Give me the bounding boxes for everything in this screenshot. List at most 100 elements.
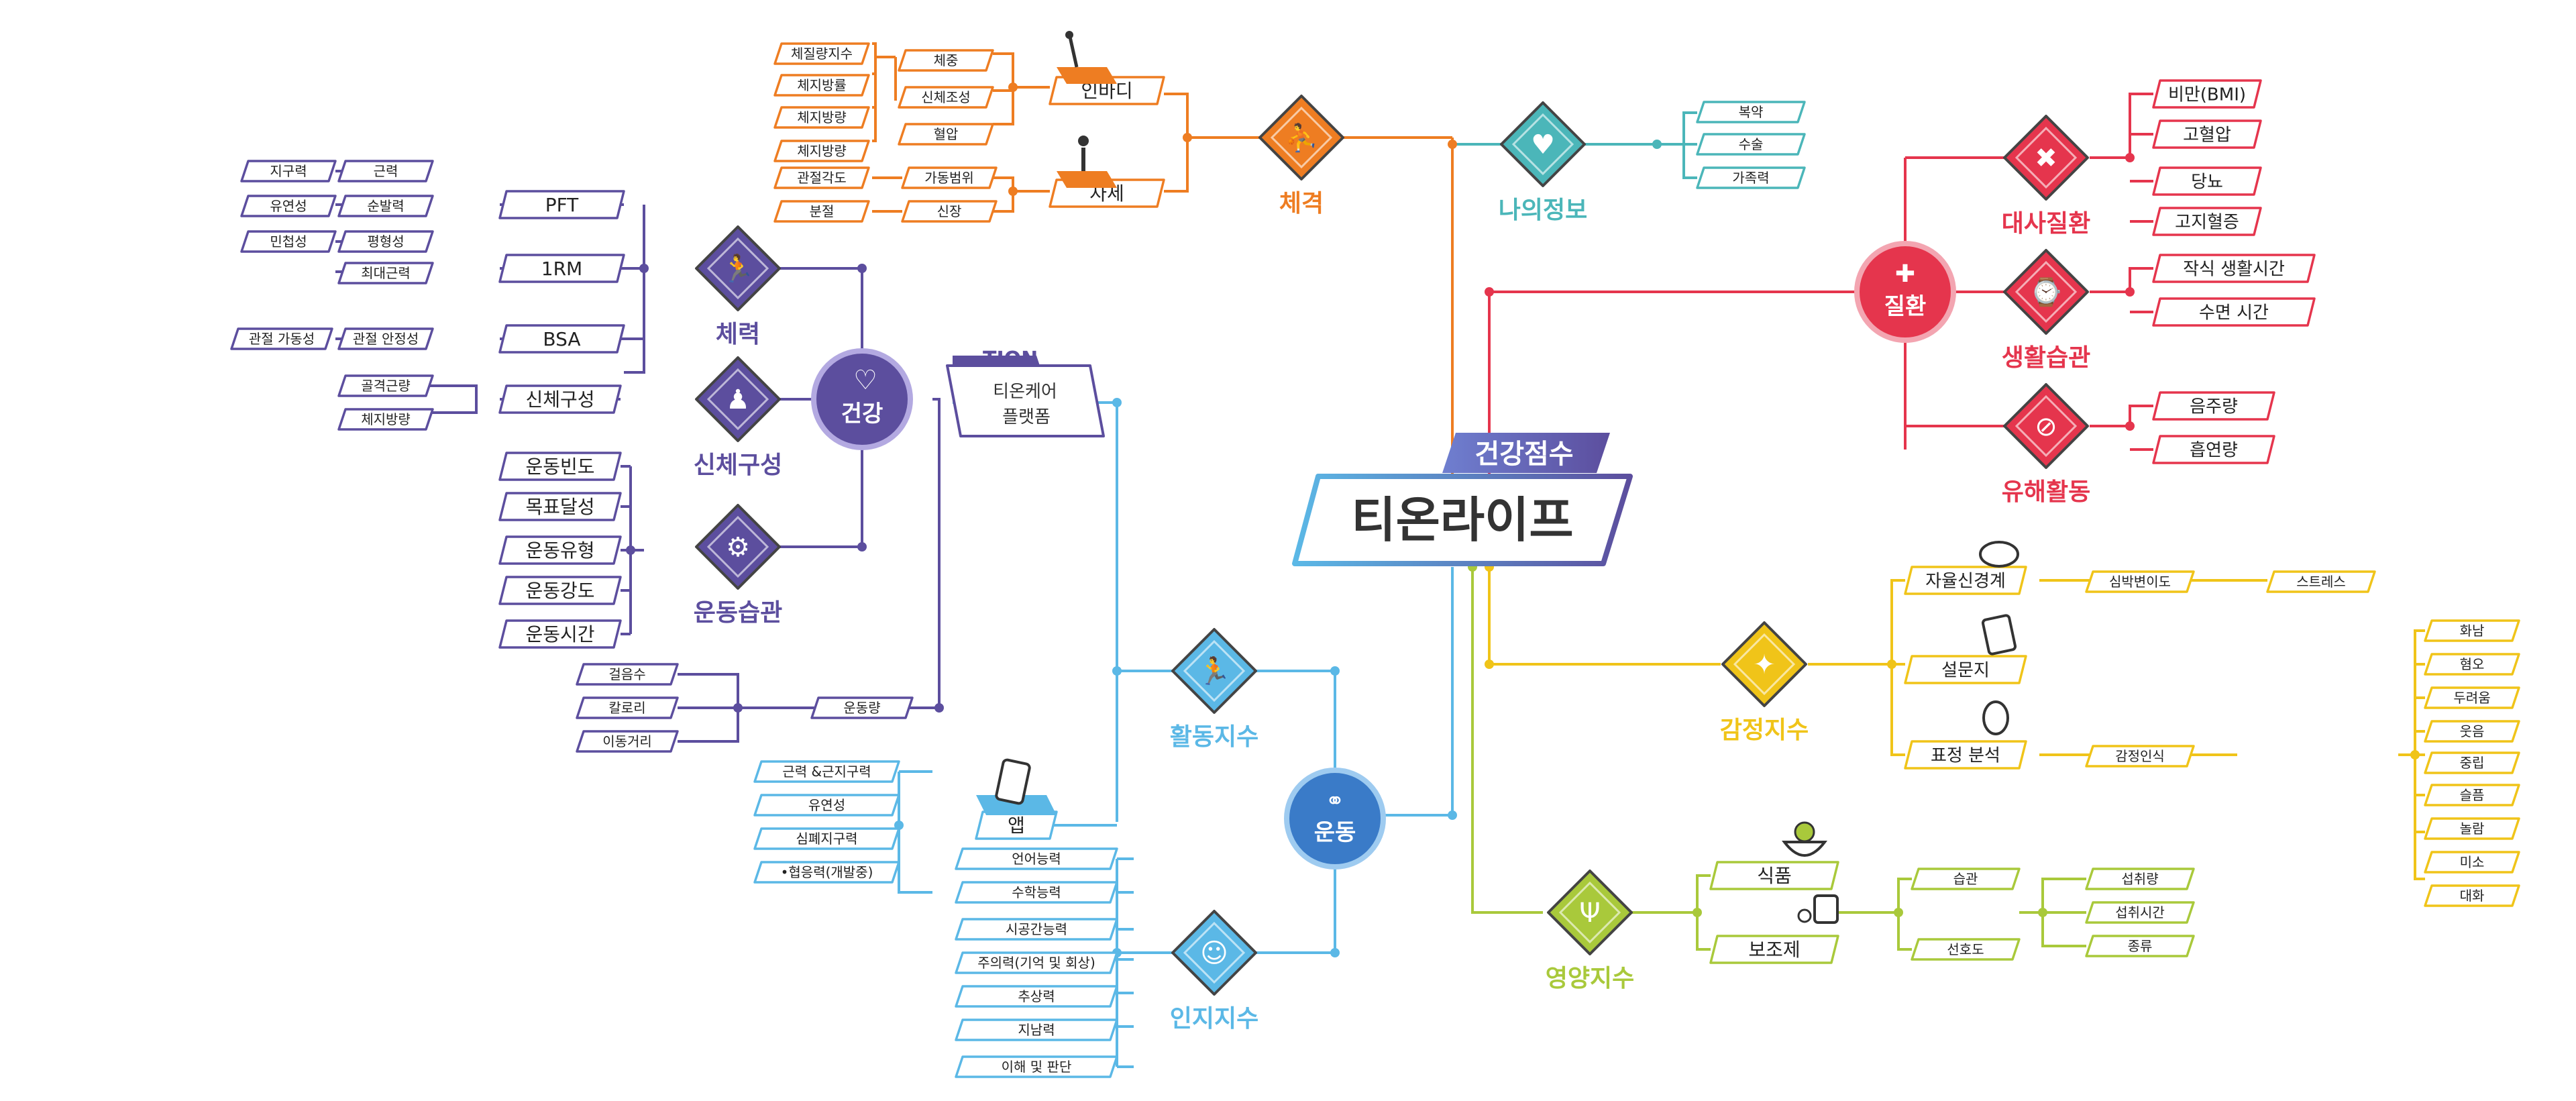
node-distance[interactable]: 이동거리 — [576, 730, 679, 753]
node-emotion-recog[interactable]: 감정인식 — [2085, 745, 2195, 768]
node-intake-time[interactable]: 섭취시간 — [2085, 901, 2195, 924]
node-language[interactable]: 언어능력 — [955, 847, 1118, 870]
platform-card[interactable]: TION 티온케어 플랫폼 — [946, 348, 1105, 437]
category-body[interactable]: ⛹체격 — [1258, 95, 1344, 217]
node-endurance[interactable]: 지구력 — [240, 160, 337, 182]
node-supplement[interactable]: 보조제 — [1709, 935, 1839, 964]
node-sleep-time[interactable]: 수면 시간 — [2152, 297, 2316, 327]
center-badge-label: 건강점수 — [1474, 439, 1573, 470]
category-lifestyle[interactable]: ⌚생활습관 — [2002, 249, 2090, 372]
node-neutral[interactable]: 중립 — [2424, 751, 2520, 774]
node-ex-time[interactable]: 운동시간 — [498, 619, 622, 649]
node-skeletal-muscle[interactable]: 골격근량 — [337, 374, 434, 397]
node-sad[interactable]: 슬픔 — [2424, 784, 2520, 806]
node-goal-achieve[interactable]: 목표달성 — [498, 492, 622, 521]
node-talk[interactable]: 대화 — [2424, 884, 2520, 907]
node-ex-intensity[interactable]: 운동강도 — [498, 576, 622, 605]
node-calories[interactable]: 칼로리 — [576, 696, 679, 719]
node-abstract[interactable]: 추상력 — [955, 985, 1118, 1008]
node-medication[interactable]: 복약 — [1696, 101, 1806, 123]
node-rm[interactable]: 1RM — [498, 254, 625, 283]
node-obesity[interactable]: 비만(BMI) — [2152, 79, 2262, 109]
node-app-cardio[interactable]: 심폐지구력 — [753, 827, 900, 850]
node-autonomic[interactable]: 자율신경계 — [1904, 566, 2027, 595]
node-ex-frequency[interactable]: 운동빈도 — [498, 452, 622, 481]
node-joint-mobility[interactable]: 관절 가동성 — [230, 327, 333, 350]
node-agility[interactable]: 민첩성 — [240, 230, 337, 253]
node-app-coord[interactable]: •협응력(개발중) — [753, 861, 900, 884]
category-fitness[interactable]: 🏃체력 — [695, 225, 781, 348]
node-spatial[interactable]: 시공간능력 — [955, 918, 1118, 941]
node-anger[interactable]: 화남 — [2424, 619, 2520, 642]
node-attention[interactable]: 주의력(기억 및 회상) — [955, 951, 1118, 974]
node-app[interactable]: 앱 — [975, 810, 1058, 840]
node-app-strength[interactable]: 근력 &근지구력 — [753, 760, 900, 783]
node-pft[interactable]: PFT — [498, 190, 625, 219]
node-steps[interactable]: 걸음수 — [576, 663, 679, 686]
node-laugh[interactable]: 웃음 — [2424, 720, 2520, 743]
node-max-strength[interactable]: 최대근력 — [337, 262, 434, 284]
node-survey[interactable]: 설문지 — [1904, 655, 2027, 684]
node-label: 지구력 — [270, 163, 307, 179]
node-sleep-wake[interactable]: 작식 생활시간 — [2152, 254, 2316, 283]
node-family-history[interactable]: 가족력 — [1696, 166, 1806, 189]
center-node[interactable]: 건강점수 티온라이프 — [1292, 433, 1633, 566]
node-body-fat-pct[interactable]: 체지방률 — [773, 74, 870, 97]
node-food[interactable]: 식품 — [1709, 861, 1839, 890]
category-activity[interactable]: 🏃활동지수 — [1170, 628, 1258, 751]
node-instant-power[interactable]: 순발력 — [337, 195, 434, 217]
node-strength[interactable]: 근력 — [337, 160, 434, 182]
category-bodycomp[interactable]: ♟신체구성 — [694, 356, 782, 479]
node-segment[interactable]: 분절 — [773, 200, 870, 223]
node-balance[interactable]: 평형성 — [337, 230, 434, 253]
node-smile[interactable]: 미소 — [2424, 851, 2520, 874]
node-blood-pressure[interactable]: 혈압 — [898, 123, 994, 146]
category-emotion[interactable]: ✦감정지수 — [1720, 621, 1809, 744]
node-judgment[interactable]: 이해 및 판단 — [955, 1055, 1118, 1078]
node-body-fat-mass3[interactable]: 체지방량 — [337, 408, 434, 431]
hub-health[interactable]: ♡ 건강 — [811, 348, 913, 450]
node-app-flex[interactable]: 유연성 — [753, 794, 900, 817]
node-orientation[interactable]: 지남력 — [955, 1018, 1118, 1041]
node-drinking[interactable]: 음주량 — [2152, 391, 2275, 421]
node-diabetes[interactable]: 당뇨 — [2152, 166, 2262, 196]
node-habit[interactable]: 습관 — [1911, 868, 2021, 890]
node-stress[interactable]: 스트레스 — [2266, 570, 2376, 593]
node-ex-amount[interactable]: 운동량 — [810, 696, 914, 719]
node-ex-type[interactable]: 운동유형 — [498, 535, 622, 565]
node-hypertension[interactable]: 고혈압 — [2152, 119, 2262, 149]
node-disgust[interactable]: 혐오 — [2424, 653, 2520, 676]
node-weight[interactable]: 체중 — [898, 49, 994, 72]
node-kind[interactable]: 종류 — [2085, 935, 2195, 957]
node-hyperlipidemia[interactable]: 고지혈증 — [2152, 207, 2262, 236]
node-body-composition[interactable]: 신체구성 — [498, 384, 622, 414]
node-surgery[interactable]: 수술 — [1696, 133, 1806, 156]
node-rom[interactable]: 가동범위 — [901, 166, 998, 189]
node-body-fat-mass2[interactable]: 체지방량 — [773, 140, 870, 162]
category-cognitive[interactable]: ☺인지지수 — [1170, 910, 1258, 1033]
node-label: 근력 — [374, 163, 398, 179]
category-myinfo[interactable]: ♥나의정보 — [1499, 101, 1587, 224]
node-smoking[interactable]: 흡연량 — [2152, 435, 2275, 464]
node-height[interactable]: 신장 — [901, 200, 998, 223]
node-flexibility[interactable]: 유연성 — [240, 195, 337, 217]
category-harmful[interactable]: ⊘유해활동 — [2002, 383, 2090, 506]
category-metabolic[interactable]: ✖대사질환 — [2002, 115, 2090, 238]
node-fear[interactable]: 두려움 — [2424, 686, 2520, 709]
hub-disease[interactable]: ✚ 질환 — [1854, 241, 1956, 343]
node-surprise[interactable]: 놀람 — [2424, 817, 2520, 840]
category-exhabit[interactable]: ⚙운동습관 — [694, 504, 782, 627]
node-bsa[interactable]: BSA — [498, 324, 625, 354]
node-body-fat-index[interactable]: 체질량지수 — [773, 42, 870, 65]
node-joint-stability[interactable]: 관절 안정성 — [337, 327, 434, 350]
node-math[interactable]: 수학능력 — [955, 881, 1118, 904]
node-preference[interactable]: 선호도 — [1911, 938, 2021, 961]
node-hrv[interactable]: 심박변이도 — [2085, 570, 2195, 593]
node-joint-angle[interactable]: 관절각도 — [773, 166, 870, 189]
node-body-comp[interactable]: 신체조성 — [898, 86, 994, 109]
hub-exercise[interactable]: ⚭ 운동 — [1284, 768, 1386, 870]
node-intake-amount[interactable]: 섭취량 — [2085, 868, 2195, 890]
node-facial[interactable]: 표정 분석 — [1904, 740, 2027, 770]
node-body-fat-mass[interactable]: 체지방량 — [773, 106, 870, 129]
